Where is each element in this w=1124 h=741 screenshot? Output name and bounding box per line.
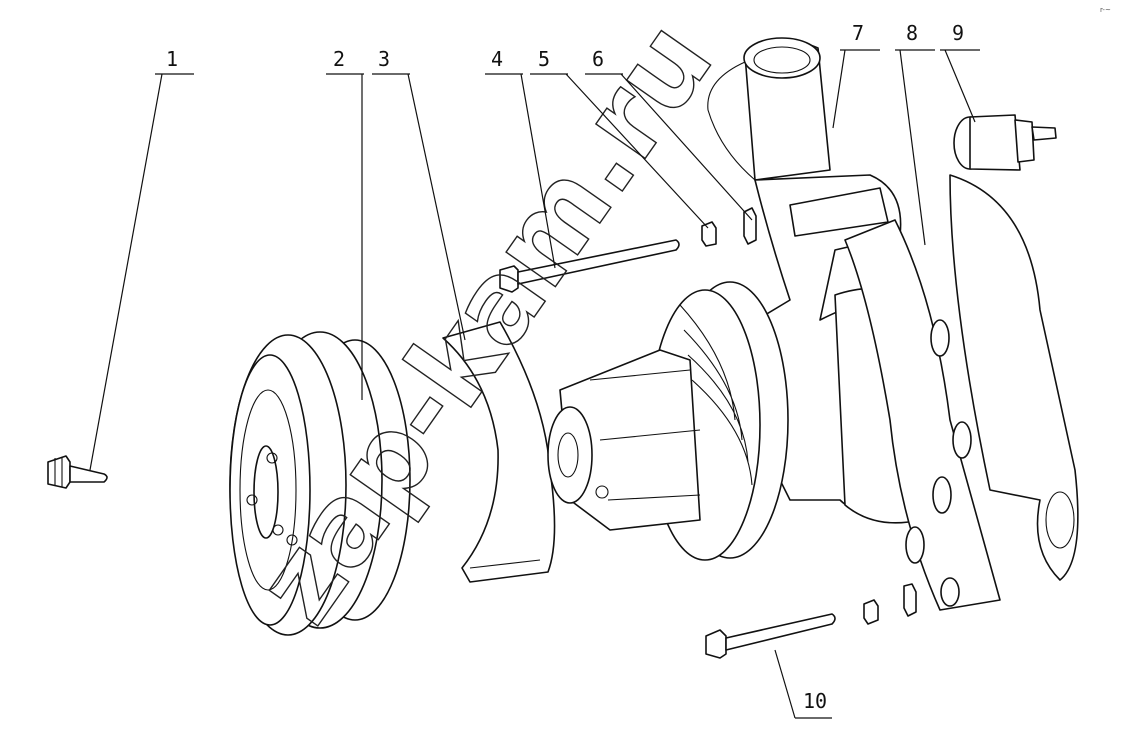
label-8: 8: [906, 21, 918, 45]
part-2-pulley: [229, 331, 411, 636]
corner-mark: r-~: [1100, 6, 1111, 14]
leader-lines: [89, 49, 980, 719]
part-7-pump-body: [547, 37, 921, 561]
part-9-fitting: [953, 114, 1057, 171]
label-1: 1: [166, 47, 178, 71]
label-9: 9: [952, 21, 964, 45]
part-5-nut: [701, 221, 717, 247]
part-8-gasket: [844, 174, 1079, 611]
part-10-bolt: [705, 583, 917, 659]
label-2: 2: [333, 47, 345, 71]
label-3: 3: [378, 47, 390, 71]
part-4-bolt: [499, 239, 680, 293]
label-7: 7: [852, 21, 864, 45]
part-1-bolt: [47, 455, 108, 489]
label-5: 5: [538, 47, 550, 71]
label-4: 4: [491, 47, 503, 71]
label-6: 6: [592, 47, 604, 71]
label-10: 10: [803, 689, 827, 713]
part-3-spacer: [442, 321, 556, 583]
part-labels: 1 2 3 4 5 6 7 8 9 10: [166, 21, 964, 713]
